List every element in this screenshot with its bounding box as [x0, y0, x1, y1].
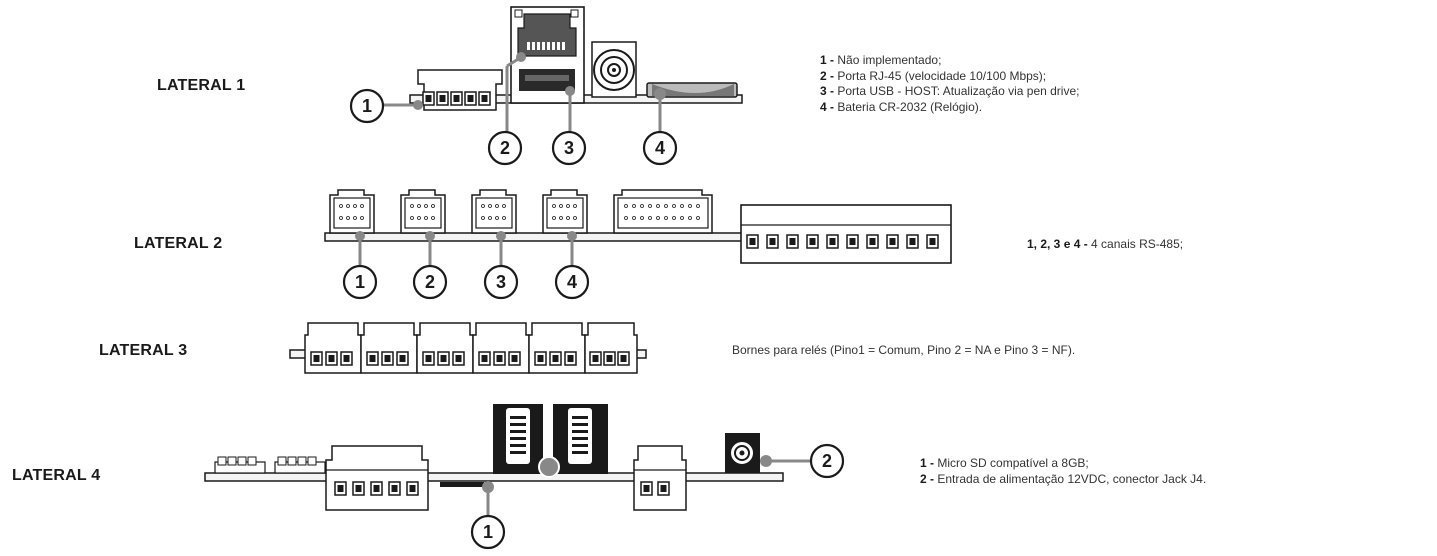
- lateral-3-board: [289, 322, 647, 374]
- svg-text:1: 1: [483, 522, 493, 542]
- terminal-block-2pin: [633, 445, 687, 511]
- lateral-1-board: 1 2 3 4: [349, 6, 743, 166]
- svg-text:2: 2: [500, 138, 510, 158]
- svg-text:1: 1: [355, 272, 365, 292]
- relay-terminal-2: [360, 322, 418, 374]
- lateral-4-item-2: 2 - Entrada de alimentação 12VDC, conect…: [920, 471, 1207, 486]
- terminal-block-l4: [325, 445, 429, 511]
- callout-1-lateral-2: 1: [342, 264, 378, 300]
- callout-2-lateral-1: 2: [487, 130, 523, 166]
- lateral-4-title: LATERAL 4: [12, 467, 101, 484]
- wide-header: [613, 189, 713, 234]
- relay-terminal-3: [416, 322, 474, 374]
- rs485-header-4: [542, 189, 588, 234]
- svg-text:4: 4: [655, 138, 665, 158]
- svg-text:2: 2: [425, 272, 435, 292]
- rs485-header-2: [400, 189, 446, 234]
- dc-power-jack: [725, 433, 760, 473]
- callout-3-lateral-2: 3: [483, 264, 519, 300]
- lateral-2-description: 1, 2, 3 e 4 - 4 canais RS-485;: [1027, 237, 1184, 251]
- terminal-block-l1: [417, 69, 503, 111]
- lateral-1-item-1: 1 - Não implementado;: [820, 53, 942, 67]
- relay-terminal-4: [472, 322, 530, 374]
- relay-terminal-1: [304, 322, 362, 374]
- lateral-2-board: 1 2 3 4: [324, 189, 952, 300]
- terminal-block-l2: [740, 204, 952, 264]
- callout-1-lateral-1: 1: [349, 88, 385, 124]
- callout-3-lateral-1: 3: [551, 130, 587, 166]
- rj45-usb-stack: [510, 6, 585, 104]
- small-header-1: [214, 456, 266, 474]
- svg-text:2: 2: [822, 451, 832, 471]
- rs485-header-3: [471, 189, 517, 234]
- lateral-3-description: Bornes para relés (Pino1 = Comum, Pino 2…: [732, 343, 1076, 357]
- svg-text:3: 3: [496, 272, 506, 292]
- callout-2-lateral-4: 2: [809, 443, 845, 479]
- svg-text:4: 4: [567, 272, 577, 292]
- callout-1-lateral-4: 1: [470, 514, 506, 550]
- lateral-1-item-4: 4 - Bateria CR-2032 (Relógio).: [820, 99, 983, 114]
- relay-terminal-5: [528, 322, 586, 374]
- lateral-1-item-2: 2 - Porta RJ-45 (velocidade 10/100 Mbps)…: [820, 68, 1047, 83]
- battery-holder: [646, 82, 738, 98]
- svg-text:3: 3: [564, 138, 574, 158]
- lateral-1-item-3: 3 - Porta USB - HOST: Atualização via pe…: [820, 84, 1080, 98]
- lateral-4-description: 1 - Micro SD compatível a 8GB; 2 - Entra…: [920, 456, 1206, 487]
- phone-jack-2: [553, 404, 608, 474]
- lateral-1-description: 1 - Não implementado; 2 - Porta RJ-45 (v…: [820, 53, 1079, 115]
- phone-jack-1: [493, 404, 543, 474]
- micro-sd-slot: [440, 482, 484, 487]
- callout-4-lateral-2: 4: [554, 264, 590, 300]
- small-header-2: [274, 456, 326, 474]
- lateral-4-item-1: 1 - Micro SD compatível a 8GB;: [920, 456, 1089, 470]
- relay-terminal-6: [584, 322, 638, 374]
- callout-2-lateral-2: 2: [412, 264, 448, 300]
- lateral-4-board: 1 2: [204, 404, 845, 550]
- callout-4-lateral-1: 4: [642, 130, 678, 166]
- antenna-connector: [591, 41, 637, 98]
- lateral-2-title: LATERAL 2: [134, 235, 223, 252]
- rs485-header-1: [329, 189, 375, 234]
- svg-text:1: 1: [362, 96, 372, 116]
- lateral-1-title: LATERAL 1: [157, 77, 246, 94]
- lateral-3-title: LATERAL 3: [99, 342, 188, 359]
